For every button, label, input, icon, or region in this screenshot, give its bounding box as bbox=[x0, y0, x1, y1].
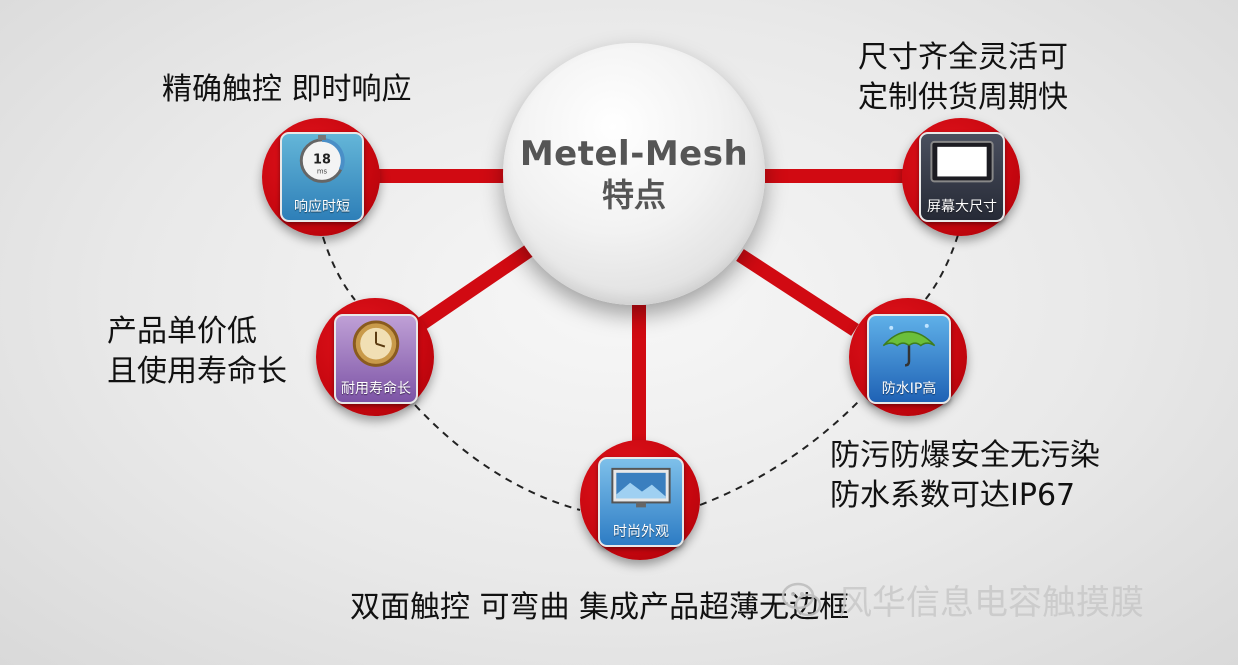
icon-caption-size: 屏幕大尺寸 bbox=[927, 199, 997, 215]
center-title: Metel-Mesh bbox=[519, 134, 749, 174]
tile-response: 18 ms 响应时短 bbox=[280, 132, 364, 222]
label-style-line1: 双面触控 可弯曲 集成产品超薄无边框 bbox=[350, 590, 850, 625]
label-response-line1: 精确触控 即时响应 bbox=[162, 72, 412, 107]
wechat-icon bbox=[781, 582, 822, 616]
label-waterproof: 防污防爆安全无污染 防水系数可达IP67 bbox=[830, 436, 1100, 516]
tile-durable: 耐用寿命长 bbox=[334, 314, 418, 404]
watermark: 风华信息电容触摸膜 bbox=[780, 575, 1144, 624]
dashed-arc bbox=[699, 401, 859, 506]
label-durable: 产品单价低 且使用寿命长 bbox=[107, 312, 287, 392]
icon-caption-response: 响应时短 bbox=[294, 199, 350, 215]
node-durable: 耐用寿命长 bbox=[316, 298, 434, 416]
tile-style: 时尚外观 bbox=[598, 457, 684, 547]
spoke-durable bbox=[416, 244, 534, 331]
node-waterproof: 防水IP高 bbox=[849, 298, 967, 416]
stopwatch-number: 18 bbox=[313, 153, 331, 168]
center-subtitle: 特点 bbox=[601, 176, 666, 214]
monitor-icon bbox=[930, 140, 994, 183]
display-icon bbox=[611, 467, 671, 508]
node-style: 时尚外观 bbox=[580, 440, 700, 560]
dashed-arc bbox=[414, 404, 581, 511]
umbrella-icon bbox=[882, 323, 936, 367]
stopwatch-icon: 18 ms bbox=[299, 134, 345, 183]
label-size: 尺寸齐全灵活可 定制供货周期快 bbox=[858, 38, 1068, 118]
label-style: 双面触控 可弯曲 集成产品超薄无边框 bbox=[350, 588, 849, 628]
label-waterproof-line1: 防污防爆安全无污染 bbox=[830, 438, 1100, 473]
watermark-text: 风华信息电容触摸膜 bbox=[838, 583, 1144, 623]
label-size-line1: 尺寸齐全灵活可 bbox=[858, 40, 1068, 75]
icon-caption-waterproof: 防水IP高 bbox=[881, 381, 937, 397]
label-response: 精确触控 即时响应 bbox=[162, 70, 412, 110]
dashed-arc bbox=[924, 234, 959, 301]
clock-icon bbox=[352, 320, 400, 367]
label-durable-line1: 产品单价低 bbox=[107, 314, 257, 349]
tile-size: 屏幕大尺寸 bbox=[919, 132, 1005, 222]
label-waterproof-line2: 防水系数可达IP67 bbox=[830, 478, 1076, 513]
label-size-line2: 定制供货周期快 bbox=[858, 80, 1068, 115]
icon-caption-durable: 耐用寿命长 bbox=[341, 381, 411, 397]
tile-waterproof: 防水IP高 bbox=[867, 314, 951, 404]
icon-caption-style: 时尚外观 bbox=[613, 524, 669, 540]
label-durable-line2: 且使用寿命长 bbox=[107, 354, 287, 389]
node-size: 屏幕大尺寸 bbox=[902, 118, 1020, 236]
center-hub: Metel-Mesh 特点 bbox=[503, 43, 765, 305]
dashed-arc bbox=[322, 236, 356, 301]
spoke-waterproof bbox=[736, 249, 859, 336]
node-response: 18 ms 响应时短 bbox=[262, 118, 380, 236]
stopwatch-unit: ms bbox=[317, 167, 328, 175]
